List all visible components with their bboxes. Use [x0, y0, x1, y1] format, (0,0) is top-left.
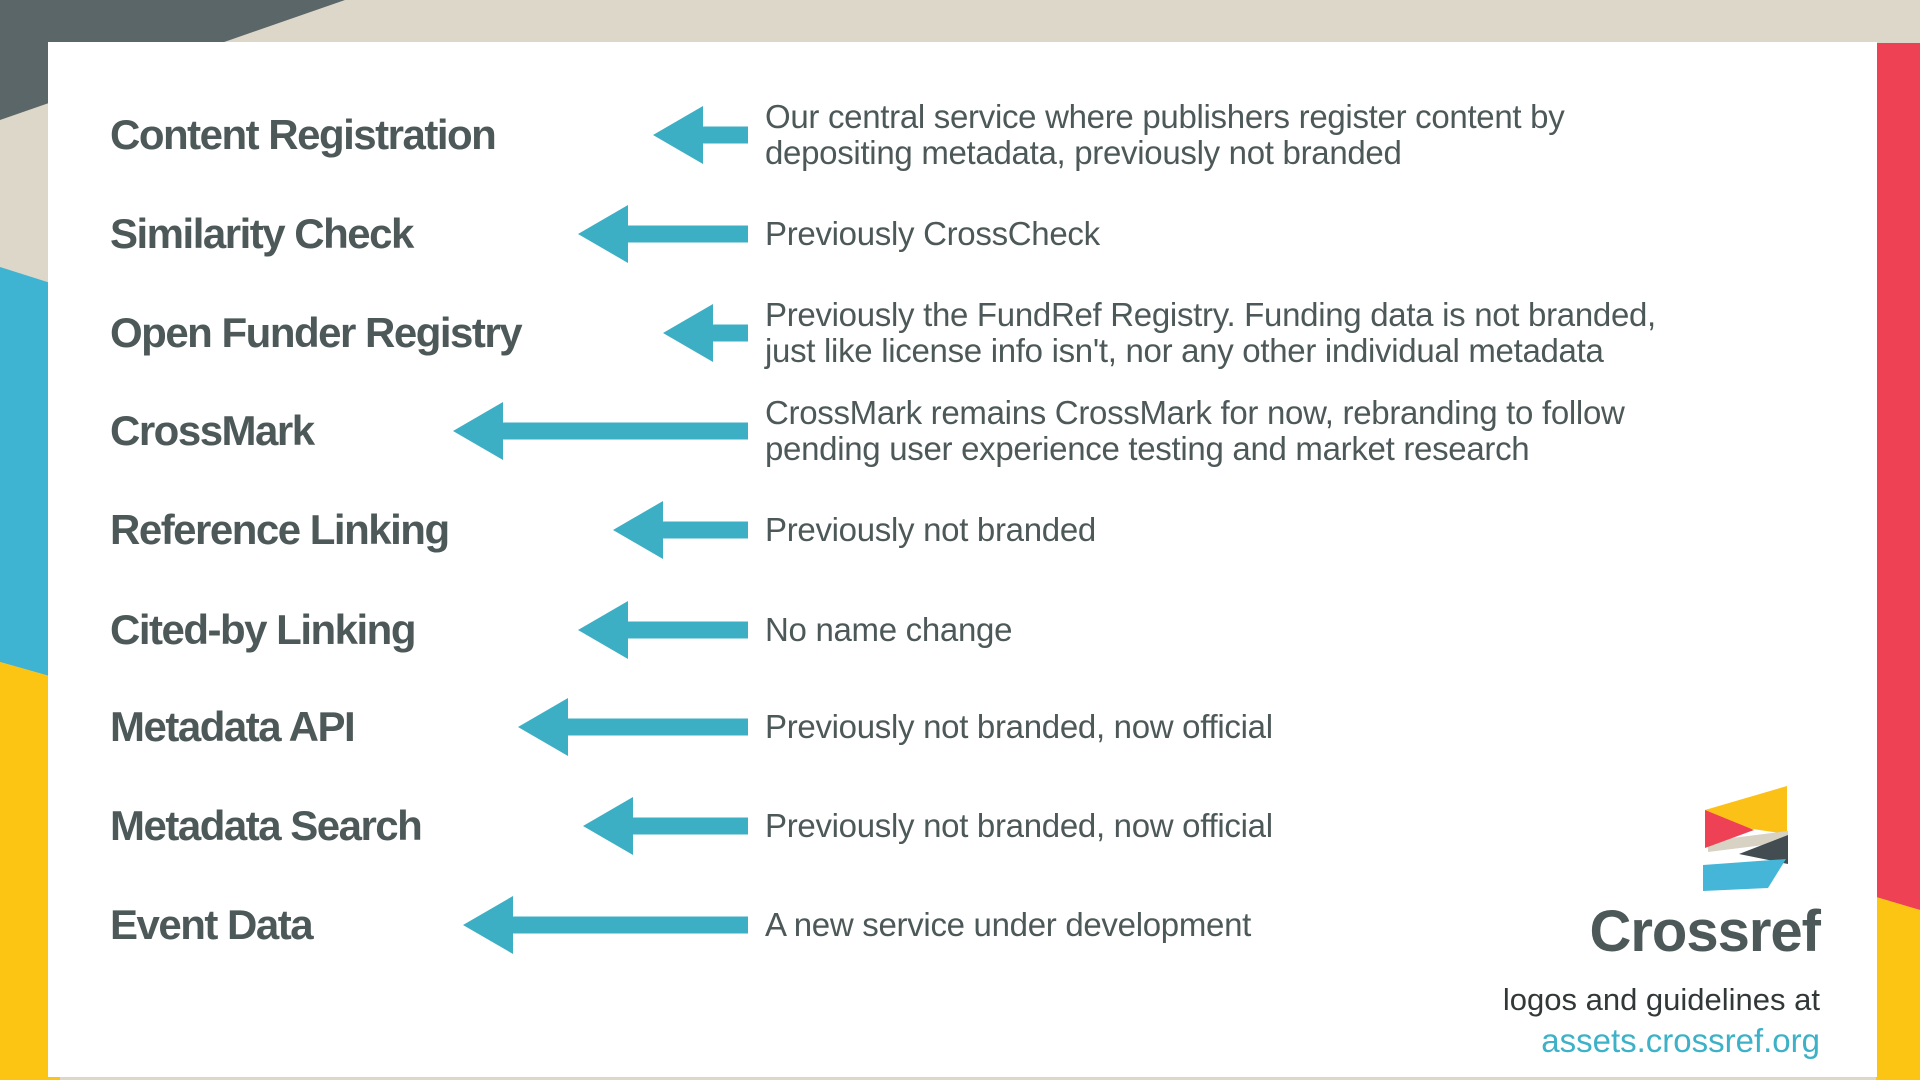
service-row: Reference Linking Previously not branded	[0, 485, 1920, 575]
left-arrow-icon	[583, 797, 748, 855]
service-row: Metadata API Previously not branded, now…	[0, 682, 1920, 772]
service-row: Similarity Check Previously CrossCheck	[0, 189, 1920, 279]
service-description: No name change	[765, 611, 1013, 648]
service-row: Content Registration Our central service…	[0, 90, 1920, 180]
service-name: CrossMark	[110, 407, 315, 454]
logo-beige-ribbon	[1708, 831, 1788, 852]
service-description: Previously not branded, now official	[765, 708, 1273, 745]
service-name: Similarity Check	[110, 210, 414, 257]
service-name: Cited-by Linking	[110, 606, 417, 653]
crossref-logo-icon	[1703, 786, 1788, 891]
left-arrow-icon	[578, 205, 748, 263]
logo-dark-fold	[1739, 835, 1788, 864]
left-arrow-icon	[453, 402, 748, 460]
left-arrow-icon	[463, 896, 748, 954]
service-row: Cited-by Linking No name change	[0, 585, 1920, 675]
service-name: Metadata API	[110, 703, 356, 750]
left-cyan-strip	[0, 267, 60, 679]
left-arrow-icon	[578, 601, 748, 659]
service-description: Our central service where publishers reg…	[765, 98, 1565, 171]
service-description: CrossMark remains CrossMark for now, reb…	[765, 394, 1625, 467]
service-name: Content Registration	[110, 111, 497, 158]
footer-note: logos and guidelines at	[1502, 982, 1820, 1017]
service-row: Event Data A new service under developme…	[0, 880, 1920, 970]
crossref-wordmark: Crossref	[1589, 899, 1821, 964]
service-name: Reference Linking	[110, 506, 450, 553]
service-name: Event Data	[110, 901, 314, 948]
left-arrow-icon	[613, 501, 748, 559]
service-description: Previously not branded, now official	[765, 807, 1273, 844]
service-description: Previously the FundRef Registry. Funding…	[765, 296, 1656, 369]
left-yellow-strip	[0, 662, 60, 1080]
right-red-strip	[1876, 43, 1920, 910]
service-description: A new service under development	[765, 906, 1251, 943]
service-row: CrossMark CrossMark remains CrossMark fo…	[0, 386, 1920, 476]
service-name: Metadata Search	[110, 802, 423, 849]
assets-crossref-link[interactable]: assets.crossref.org	[1541, 1022, 1820, 1059]
service-row: Open Funder Registry Previously the Fund…	[0, 288, 1920, 378]
service-description: Previously CrossCheck	[765, 215, 1100, 252]
left-arrow-icon	[663, 304, 748, 362]
logo-cyan-ribbon	[1703, 859, 1786, 891]
content-card	[48, 42, 1877, 1077]
service-row: Metadata Search Previously not branded, …	[0, 781, 1920, 871]
left-arrow-icon	[518, 698, 748, 756]
service-name: Open Funder Registry	[110, 309, 523, 356]
logo-red-fold	[1705, 810, 1754, 848]
bottom-right-yellow-strip	[1876, 897, 1920, 1080]
service-description: Previously not branded	[765, 511, 1096, 548]
left-arrow-icon	[653, 106, 748, 164]
